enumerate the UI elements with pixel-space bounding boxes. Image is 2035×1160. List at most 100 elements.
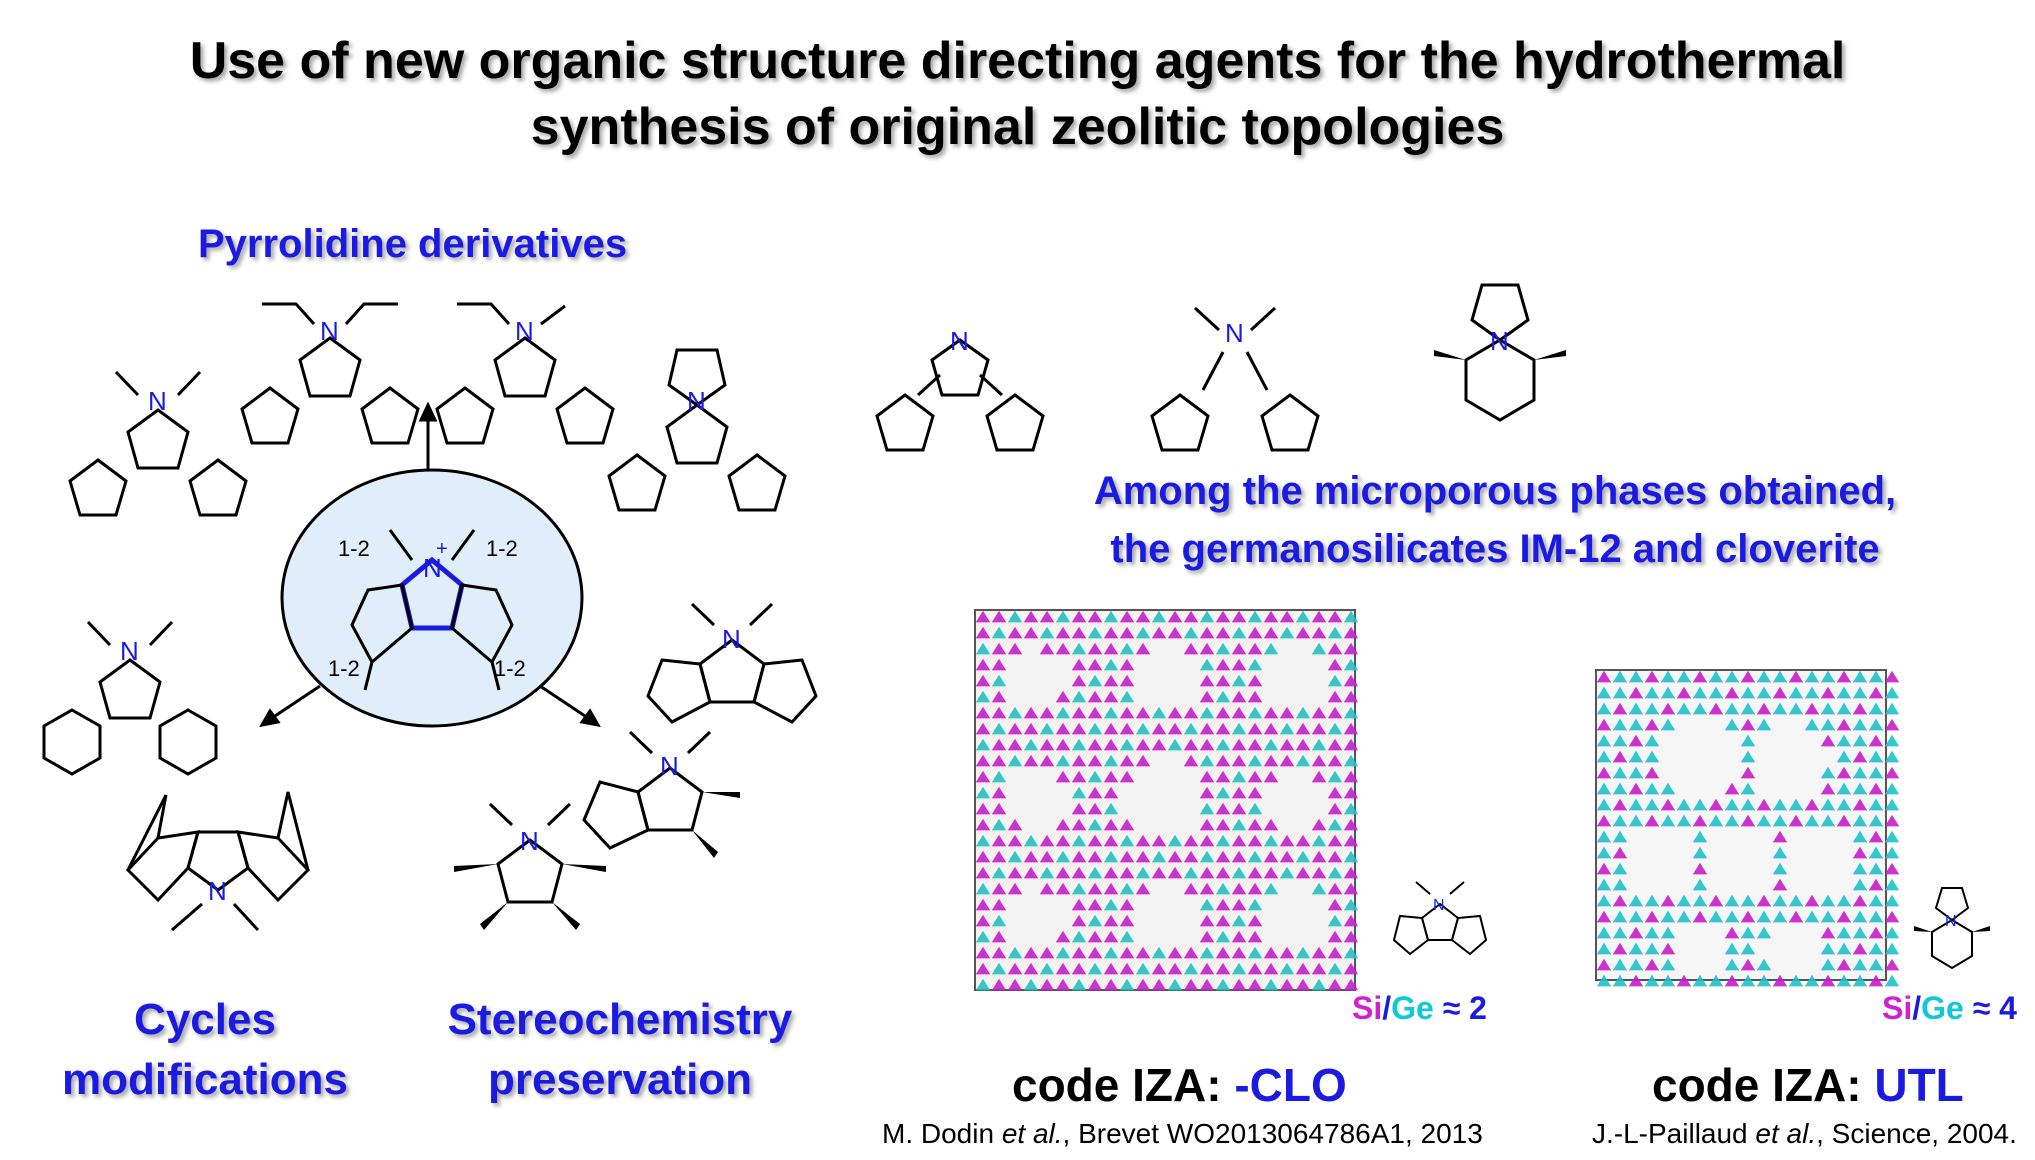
framework-tetrahedron (1215, 770, 1231, 783)
framework-tetrahedron (1836, 766, 1852, 779)
framework-tetrahedron (1852, 750, 1868, 763)
framework-tetrahedron (1788, 894, 1804, 907)
framework-tetrahedron (1756, 894, 1772, 907)
framework-tetrahedron (1135, 850, 1151, 863)
framework-tetrahedron (1612, 702, 1628, 715)
framework-tetrahedron (1039, 642, 1055, 655)
framework-tetrahedron (1820, 910, 1836, 923)
framework-tetrahedron (1263, 946, 1279, 959)
framework-tetrahedron (1692, 814, 1708, 827)
clo-ref-author: M. Dodin (882, 1118, 1002, 1149)
framework-tetrahedron (1852, 958, 1868, 971)
core-ellipse (280, 468, 584, 728)
framework-tetrahedron (1596, 798, 1612, 811)
molecule-r3 (1434, 283, 1566, 422)
framework-tetrahedron (1884, 798, 1900, 811)
framework-tetrahedron (1327, 674, 1343, 687)
framework-tetrahedron (1199, 866, 1215, 879)
framework-tetrahedron (1644, 702, 1660, 715)
framework-tetrahedron (1247, 978, 1263, 991)
framework-tetrahedron (1836, 814, 1852, 827)
utl-framework (1595, 669, 1900, 987)
framework-tetrahedron (1279, 850, 1295, 863)
n-r3: N (1490, 326, 1509, 356)
framework-tetrahedron (1247, 914, 1263, 927)
framework-tetrahedron (1327, 770, 1343, 783)
framework-tetrahedron (991, 754, 1007, 767)
framework-tetrahedron (1692, 670, 1708, 683)
framework-tetrahedron (1103, 834, 1119, 847)
framework-tetrahedron (1199, 722, 1215, 735)
framework-tetrahedron (1612, 942, 1628, 955)
framework-tetrahedron (991, 674, 1007, 687)
core-n-label: N (423, 553, 442, 583)
framework-tetrahedron (1311, 850, 1327, 863)
framework-tetrahedron (1836, 894, 1852, 907)
framework-tetrahedron (1199, 626, 1215, 639)
framework-tetrahedron (1868, 894, 1884, 907)
framework-tetrahedron (1167, 610, 1183, 623)
framework-tetrahedron (1199, 706, 1215, 719)
framework-tetrahedron (1311, 946, 1327, 959)
framework-tetrahedron (1119, 738, 1135, 751)
n-bridged: N (208, 876, 227, 906)
framework-tetrahedron (1055, 722, 1071, 735)
framework-tetrahedron (1612, 974, 1628, 987)
utl-code: code IZA: UTL (1652, 1058, 1964, 1112)
framework-tetrahedron (1151, 834, 1167, 847)
framework-tetrahedron (1852, 766, 1868, 779)
framework-tetrahedron (1135, 978, 1151, 991)
framework-tetrahedron (1215, 722, 1231, 735)
framework-tetrahedron (1087, 642, 1103, 655)
framework-tetrahedron (1087, 914, 1103, 927)
framework-tetrahedron (1311, 866, 1327, 879)
framework-tetrahedron (1676, 814, 1692, 827)
framework-tetrahedron (1071, 802, 1087, 815)
framework-tetrahedron (1007, 978, 1023, 991)
framework-tetrahedron (1708, 686, 1724, 699)
framework-tetrahedron (1055, 738, 1071, 751)
framework-tetrahedron (1231, 818, 1247, 831)
framework-tetrahedron (1039, 754, 1055, 767)
framework-tetrahedron (1868, 814, 1884, 827)
framework-tetrahedron (975, 930, 991, 943)
framework-tetrahedron (991, 610, 1007, 623)
framework-tetrahedron (1756, 958, 1772, 971)
framework-tetrahedron (1039, 978, 1055, 991)
framework-tetrahedron (1724, 942, 1740, 955)
framework-tetrahedron (1836, 702, 1852, 715)
framework-tetrahedron (1612, 910, 1628, 923)
framework-tetrahedron (1343, 850, 1359, 863)
framework-tetrahedron (1071, 674, 1087, 687)
framework-tetrahedron (1756, 974, 1772, 987)
framework-tetrahedron (975, 674, 991, 687)
framework-tetrahedron (1199, 658, 1215, 671)
n-tr: N (687, 386, 706, 416)
framework-tetrahedron (1868, 862, 1884, 875)
framework-tetrahedron (1676, 670, 1692, 683)
molecule-t2 (240, 302, 420, 445)
framework-tetrahedron (1215, 866, 1231, 879)
framework-tetrahedron (1071, 914, 1087, 927)
n-stereo-3: N (722, 624, 741, 654)
framework-tetrahedron (1183, 834, 1199, 847)
core-label-top-left: 1-2 (338, 536, 370, 561)
framework-tetrahedron (1183, 866, 1199, 879)
framework-tetrahedron (1151, 722, 1167, 735)
framework-tetrahedron (1087, 882, 1103, 895)
cycles-label: Cycles modifications (40, 990, 370, 1110)
framework-tetrahedron (1103, 610, 1119, 623)
molecule-r2 (1150, 306, 1320, 452)
framework-tetrahedron (1071, 866, 1087, 879)
framework-tetrahedron (975, 658, 991, 671)
framework-tetrahedron (991, 834, 1007, 847)
framework-tetrahedron (1804, 910, 1820, 923)
framework-tetrahedron (1820, 686, 1836, 699)
framework-tetrahedron (1119, 674, 1135, 687)
utl-ref-rest: , Science, 2004. (1816, 1118, 2017, 1149)
framework-tetrahedron (1836, 974, 1852, 987)
framework-tetrahedron (1103, 914, 1119, 927)
framework-tetrahedron (1183, 610, 1199, 623)
clo-ref-etal: et al. (1001, 1118, 1063, 1149)
framework-tetrahedron (1596, 878, 1612, 891)
